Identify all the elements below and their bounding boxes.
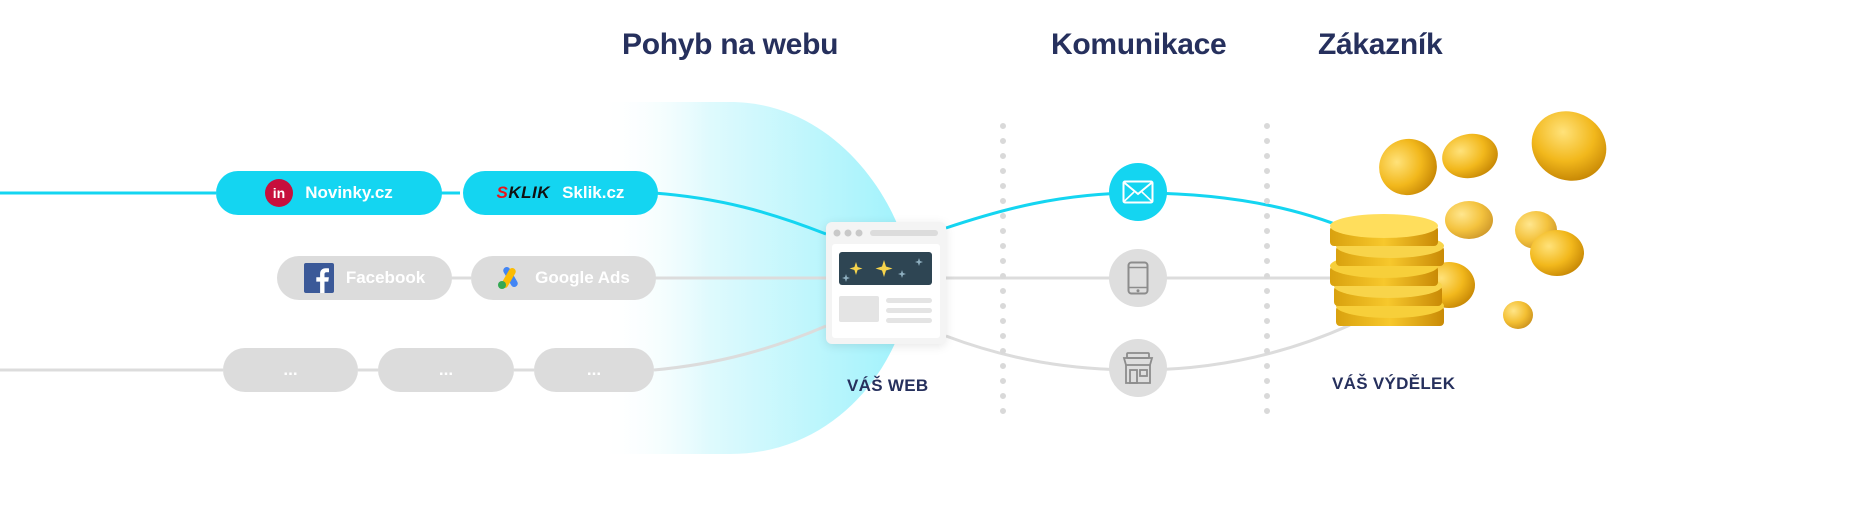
web-caption: VÁŠ WEB <box>847 376 929 395</box>
novinky-logo-icon: in <box>265 179 294 207</box>
novinky-logo-text: in <box>273 185 285 201</box>
phone-icon <box>1127 261 1149 295</box>
heading-customer: Zákazník <box>1318 28 1443 61</box>
envelope-icon <box>1122 180 1154 204</box>
channel-placeholder-2[interactable]: ... <box>378 348 514 392</box>
facebook-logo-icon <box>303 263 334 293</box>
browser-window-icon <box>826 222 946 344</box>
channel-store[interactable] <box>1109 339 1167 397</box>
channel-placeholder-label: ... <box>586 360 602 379</box>
channel-sklik-label: Sklik.cz <box>562 183 625 202</box>
earnings-caption: VÁŠ VÝDĚLEK <box>1332 374 1456 393</box>
channel-google-ads-label: Google Ads <box>535 268 630 287</box>
channel-novinky[interactable]: in Novinky.cz <box>216 171 442 215</box>
channel-email[interactable] <box>1109 163 1167 221</box>
channel-google-ads[interactable]: Google Ads <box>471 256 656 300</box>
channel-placeholder-1[interactable]: ... <box>223 348 358 392</box>
channel-facebook-label: Facebook <box>345 268 426 287</box>
channel-phone[interactable] <box>1109 249 1167 307</box>
channel-novinky-label: Novinky.cz <box>305 183 393 202</box>
channel-placeholder-3[interactable]: ... <box>534 348 654 392</box>
sklik-logo-text: KLIK <box>508 183 551 202</box>
connector-row1 <box>0 191 827 236</box>
store-icon <box>1122 352 1154 384</box>
google-ads-logo-icon <box>497 266 523 290</box>
channel-placeholder-label: ... <box>283 360 298 379</box>
heading-movement: Pohyb na webu <box>622 28 839 61</box>
connector-row3 <box>0 324 827 372</box>
channel-placeholder-label: ... <box>438 360 454 379</box>
gold-coins-icon <box>1330 111 1607 329</box>
heading-communication: Komunikace <box>1051 28 1227 61</box>
channel-facebook[interactable]: Facebook <box>277 256 452 300</box>
